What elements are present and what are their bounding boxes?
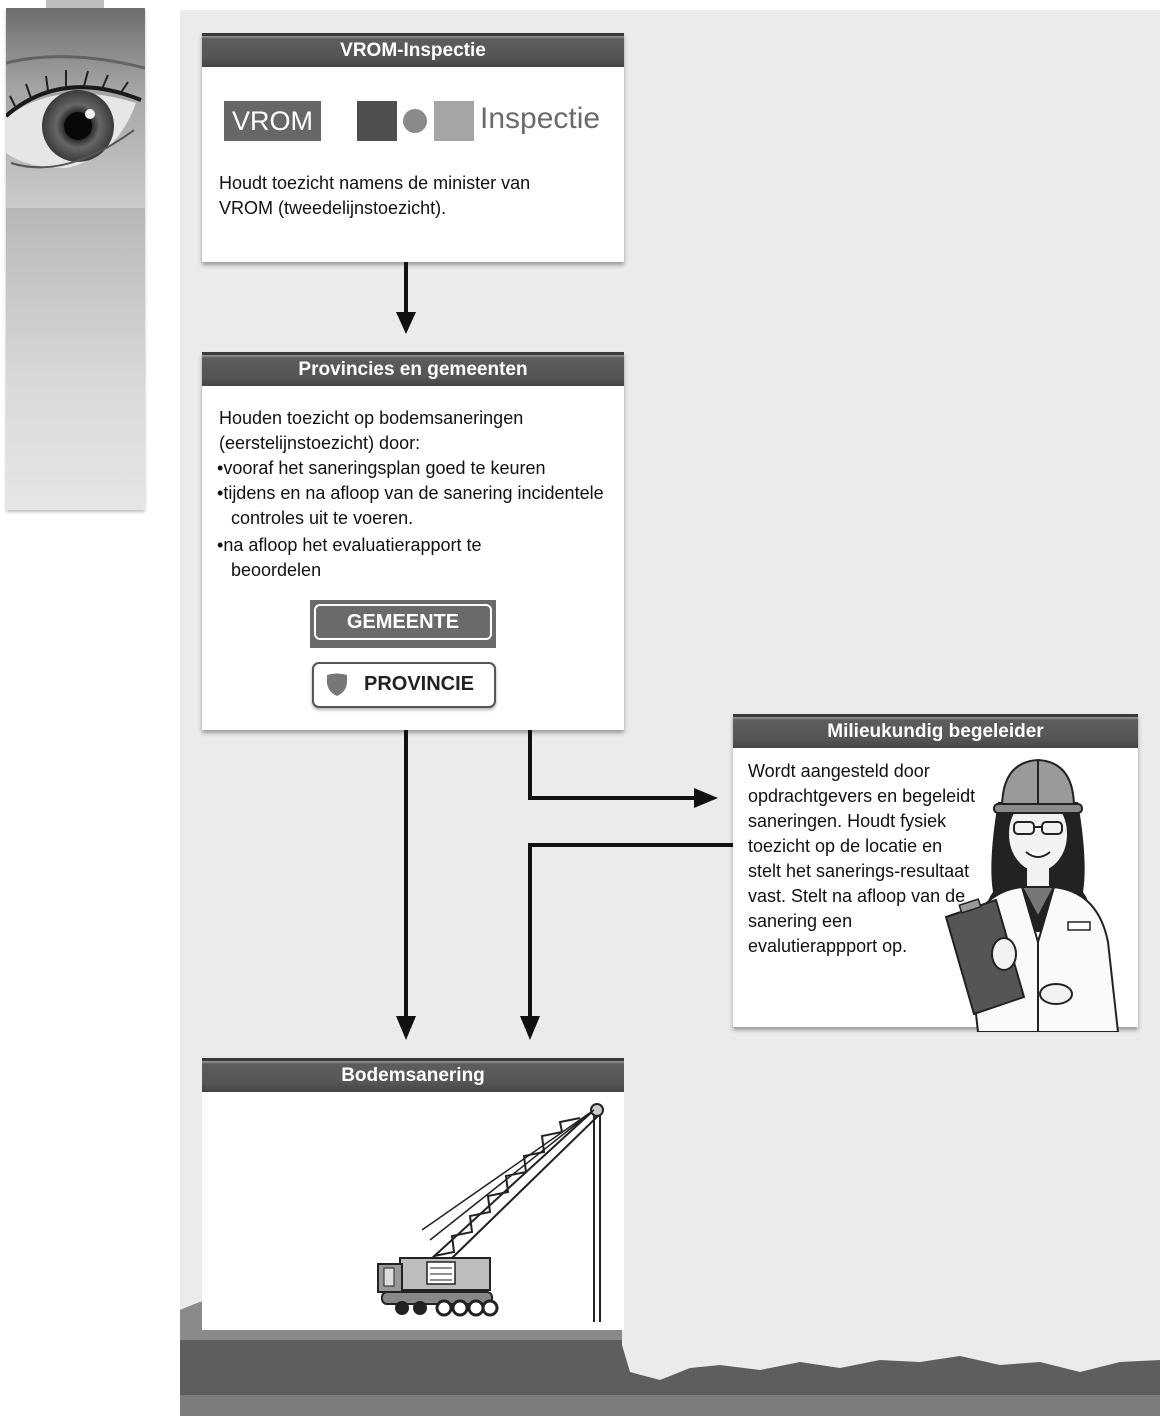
box-intro: Houden toezicht op bodemsaneringen (eers…: [219, 408, 524, 453]
arrow-provincies-milieukundig: [528, 730, 698, 800]
crane-illustration: [377, 1103, 604, 1322]
box-title: Bodemsanering: [202, 1058, 624, 1092]
bullet-text: na afloop het evaluatierapport te beoord…: [223, 535, 482, 580]
arrowhead: [520, 1016, 540, 1040]
logo-square-dark: [357, 101, 397, 141]
inspectie-logo-text: Inspectie: [480, 102, 601, 135]
arrowhead: [396, 1016, 416, 1040]
logo-dot: [403, 109, 427, 133]
eye-illustration: [6, 8, 145, 208]
provincie-label: PROVINCIE: [363, 673, 475, 695]
bullet-item: •tijdens en na afloop van de sanering in…: [217, 483, 604, 528]
box-title: Provincies en gemeenten: [202, 352, 624, 386]
logo-square-light: [434, 101, 474, 141]
arrowhead: [396, 312, 416, 334]
vrom-inspectie-box: VROM-Inspectie VROM Inspectie Houdt toez…: [202, 33, 624, 262]
provincies-box: Provincies en gemeenten Houden toezicht …: [202, 352, 624, 730]
box-title: VROM-Inspectie: [202, 33, 624, 67]
arrow-milieukundig-bodemsanering: [528, 843, 733, 1020]
box-title: Milieukundig begeleider: [733, 714, 1138, 748]
bullet-item: •vooraf het saneringsplan goed te keuren: [217, 458, 546, 478]
bullet-text: tijdens en na afloop van de sanering inc…: [223, 483, 604, 528]
gemeente-label: GEMEENTE: [314, 604, 492, 640]
arrowhead: [694, 788, 718, 808]
bullet-item: •na afloop het evaluatierapport te beoor…: [217, 535, 482, 580]
box-description: Houdt toezicht namens de minister van VR…: [219, 173, 531, 218]
eye-tab: [46, 0, 104, 8]
milieukundig-box: Milieukundig begeleider Wordt aangesteld…: [733, 714, 1138, 1032]
bodemsanering-box: Bodemsanering: [202, 1058, 624, 1330]
shield-icon: [327, 673, 347, 696]
gemeente-badge: GEMEENTE: [310, 600, 496, 648]
eye-image: [6, 8, 145, 510]
inspector-woman-illustration: [944, 758, 1120, 1032]
vrom-logo-text: VROM: [224, 101, 321, 141]
bullet-text: vooraf het saneringsplan goed te keuren: [223, 458, 546, 478]
box-description: Wordt aangesteld door opdrachtgevers en …: [748, 761, 976, 956]
provincie-badge: PROVINCIE: [312, 662, 496, 708]
